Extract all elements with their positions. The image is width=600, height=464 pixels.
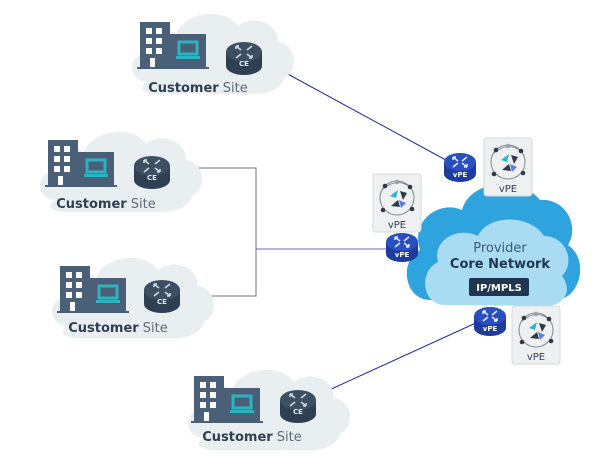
vpe-node-1: vPE vPE	[443, 137, 533, 197]
vpe-router-label: vPE	[453, 171, 468, 179]
site-label: Customer Site	[56, 197, 156, 212]
ce-router-icon	[225, 41, 263, 76]
site-label-bold: Customer	[148, 81, 219, 96]
site-label: Customer Site	[68, 321, 168, 336]
ip-mpls-label: IP/MPLS	[476, 283, 522, 294]
link-site2-junction	[168, 167, 257, 297]
link-site1-vpe	[261, 59, 456, 166]
site-label: Customer Site	[202, 430, 302, 445]
ce-router-icon	[279, 389, 317, 424]
site-label-bold: Customer	[202, 430, 273, 445]
ce-label: CE	[293, 408, 303, 416]
vpe-node-2: vPE vPE	[372, 173, 422, 263]
ce-router-icon	[133, 155, 171, 190]
vpe-card-label: vPE	[388, 220, 406, 231]
vpe-router-label: vPE	[483, 325, 498, 333]
site-label-light: Site	[127, 197, 156, 212]
ce-label: CE	[239, 60, 249, 68]
vpe-card-label: vPE	[527, 352, 545, 363]
ce-label: CE	[147, 174, 157, 182]
ce-router-icon	[143, 279, 181, 314]
ip-mpls-badge	[469, 278, 529, 296]
site-label-light: Site	[139, 321, 168, 336]
site-label-light: Site	[219, 81, 248, 96]
vpe-card-label: vPE	[499, 184, 517, 195]
vpe-router-label: vPE	[395, 251, 410, 259]
site-label-bold: Customer	[56, 197, 127, 212]
site-label-bold: Customer	[68, 321, 139, 336]
customer-site-2: CE Customer Site	[39, 131, 203, 212]
provider-title: Provider	[473, 241, 527, 256]
customer-site-3: CE Customer Site	[51, 257, 215, 338]
customer-site-4: CE Customer Site	[187, 369, 351, 450]
provider-core-cloud	[406, 183, 581, 306]
provider-subtitle: Core Network	[450, 257, 550, 272]
customer-site-1: CE Customer Site	[131, 13, 295, 96]
vpe-node-3: vPE vPE	[473, 305, 561, 365]
link-site4-vpe	[315, 321, 479, 397]
site-label: Customer Site	[148, 81, 248, 96]
ce-label: CE	[157, 298, 167, 306]
site-label-light: Site	[273, 430, 302, 445]
